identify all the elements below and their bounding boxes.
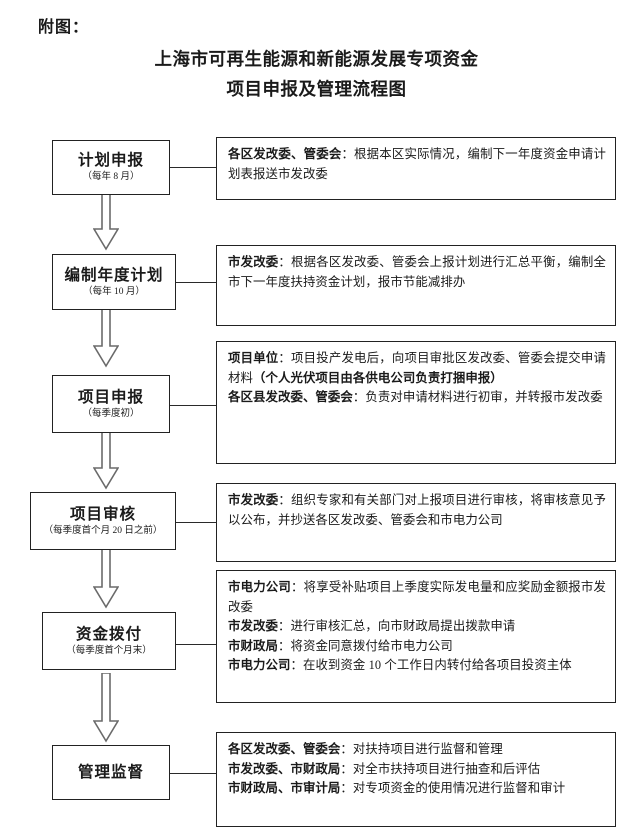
detail-actor: 各区县发改委、管委会 xyxy=(228,390,353,404)
connector-1 xyxy=(170,167,216,168)
detail-emph: （个人光伏项目由各供电公司负责打捆申报） xyxy=(252,370,503,385)
flow-arrow-2 xyxy=(93,306,119,368)
stage-name: 编制年度计划 xyxy=(64,266,164,284)
attachment-label: 附图： xyxy=(38,19,90,36)
detail-text: 对全市扶持项目进行抽查和后评估 xyxy=(352,761,541,776)
page-title-line-1: 上海市可再生能源和新能源发展专项资金 xyxy=(154,49,479,69)
detail-actor: 市电力公司 xyxy=(228,658,291,672)
detail-box-fund-disbursement[interactable]: 市电力公司：将享受补贴项目上季度实际发电量和应奖励金额报市发改委 市发改委：进行… xyxy=(216,570,616,703)
detail-sep: ： xyxy=(278,351,292,365)
connector-4 xyxy=(176,522,216,523)
detail-line: 市发改委：根据各区发改委、管委会上报计划进行汇总平衡，编制全市下一年度扶持资金计… xyxy=(228,253,606,292)
detail-actor: 市财政局 xyxy=(228,638,278,653)
detail-sep: ： xyxy=(277,638,291,653)
detail-line: 项目单位：项目投产发电后，向项目审批区发改委、管委会提交申请材料（个人光伏项目由… xyxy=(228,349,606,388)
detail-box-project-declaration[interactable]: 项目单位：项目投产发电后，向项目审批区发改委、管委会提交申请材料（个人光伏项目由… xyxy=(216,341,616,464)
detail-sep: ： xyxy=(278,255,292,269)
stage-when: （每季度初） xyxy=(82,408,140,419)
detail-actor: 市电力公司 xyxy=(228,580,292,594)
stage-when: （每年 10 月） xyxy=(83,286,145,297)
stage-box-annual-plan[interactable]: 编制年度计划 （每年 10 月） xyxy=(52,254,176,310)
detail-sep: ： xyxy=(340,761,353,776)
flow-arrow-1 xyxy=(93,191,119,251)
detail-line: 各区发改委、管委会：根据本区实际情况，编制下一年度资金申请计划表报送市发改委 xyxy=(228,145,606,184)
stage-box-project-review[interactable]: 项目审核 （每季度首个月 20 日之前） xyxy=(30,492,176,550)
detail-text: 对扶持项目进行监督和管理 xyxy=(352,742,503,756)
detail-sep: ： xyxy=(291,580,304,594)
stage-when: （每年 8 月） xyxy=(82,172,140,182)
page-title: 上海市可再生能源和新能源发展专项资金 项目申报及管理流程图 xyxy=(0,44,633,104)
stage-name: 资金拨付 xyxy=(75,625,142,643)
flow-arrow-4 xyxy=(93,545,119,609)
connector-5 xyxy=(176,644,216,645)
stage-when: （每季度首个月末） xyxy=(66,645,152,656)
detail-line: 市电力公司：将享受补贴项目上季度实际发电量和应奖励金额报市发改委 xyxy=(228,578,606,617)
detail-actor: 各区发改委、管委会 xyxy=(228,147,342,161)
detail-text: 根据各区发改委、管委会上报计划进行汇总平衡，编制全市下一年度扶持资金计划，报市节… xyxy=(228,255,606,289)
connector-6 xyxy=(170,773,216,774)
detail-actor: 市发改委 xyxy=(228,493,279,507)
flow-arrow-3 xyxy=(93,428,119,490)
connector-2 xyxy=(176,282,216,283)
stage-box-project-declaration[interactable]: 项目申报 （每季度初） xyxy=(52,375,170,433)
stage-name: 项目审核 xyxy=(69,505,136,523)
detail-box-project-review[interactable]: 市发改委：组织专家和有关部门对上报项目进行审核，将审核意见予以公布，并抄送各区发… xyxy=(216,483,616,562)
stage-name: 项目申报 xyxy=(77,388,144,406)
detail-text: 根据本区实际情况，编制下一年度资金申请计划表报送市发改委 xyxy=(228,147,606,181)
detail-text: 将享受补贴项目上季度实际发电量和应奖励金额报市发改委 xyxy=(228,580,607,614)
detail-sep: ： xyxy=(277,619,291,633)
stage-box-plan-declaration[interactable]: 计划申报 （每年 8 月） xyxy=(52,140,170,195)
detail-sep: ： xyxy=(340,742,353,756)
detail-text: 项目投产发电后，向项目审批区发改委、管委会提交申请材料 xyxy=(228,351,606,385)
detail-sep: ： xyxy=(341,147,355,161)
detail-line: 市财政局、市审计局：对专项资金的使用情况进行监督和审计 xyxy=(228,779,606,799)
detail-box-plan-declaration[interactable]: 各区发改委、管委会：根据本区实际情况，编制下一年度资金申请计划表报送市发改委 xyxy=(216,137,616,200)
detail-line: 各区发改委、管委会：对扶持项目进行监督和管理 xyxy=(228,740,606,760)
detail-line: 市发改委：进行审核汇总，向市财政局提出拨款申请 xyxy=(228,617,606,637)
detail-line: 各区县发改委、管委会：负责对申请材料进行初审，并转报市发改委 xyxy=(228,388,606,408)
detail-actor: 项目单位 xyxy=(228,351,279,365)
detail-actor: 市发改委、市财政局 xyxy=(228,761,341,776)
detail-line: 市电力公司：在收到资金 10 个工作日内转付给各项目投资主体 xyxy=(228,656,606,676)
detail-text: 进行审核汇总，向市财政局提出拨款申请 xyxy=(290,619,516,633)
stage-box-fund-disbursement[interactable]: 资金拨付 （每季度首个月末） xyxy=(42,612,176,670)
detail-sep: ： xyxy=(352,390,366,404)
detail-text: 对专项资金的使用情况进行监督和审计 xyxy=(352,781,566,795)
detail-text: 组织专家和有关部门对上报项目进行审核，将审核意见予以公布，并抄送各区发改委、管委… xyxy=(228,493,606,527)
detail-actor: 各区发改委、管委会 xyxy=(228,742,341,756)
page-title-line-2: 项目申报及管理流程图 xyxy=(226,79,407,99)
stage-box-management-supervision[interactable]: 管理监督 xyxy=(52,745,170,800)
stage-name: 计划申报 xyxy=(77,152,144,169)
connector-3 xyxy=(170,405,216,406)
detail-text: 负责对申请材料进行初审，并转报市发改委 xyxy=(365,390,603,404)
detail-actor: 市发改委 xyxy=(228,619,278,633)
detail-sep: ： xyxy=(278,493,292,507)
flow-arrow-5 xyxy=(93,673,119,743)
detail-text: 在收到资金 10 个工作日内转付给各项目投资主体 xyxy=(302,658,572,672)
stage-when: （每季度首个月 20 日之前） xyxy=(43,525,163,536)
detail-actor: 市发改委 xyxy=(228,255,279,269)
stage-name: 管理监督 xyxy=(77,763,144,781)
detail-box-annual-plan[interactable]: 市发改委：根据各区发改委、管委会上报计划进行汇总平衡，编制全市下一年度扶持资金计… xyxy=(216,245,616,326)
detail-box-management-supervision[interactable]: 各区发改委、管委会：对扶持项目进行监督和管理 市发改委、市财政局：对全市扶持项目… xyxy=(216,732,616,827)
detail-line: 市发改委、市财政局：对全市扶持项目进行抽查和后评估 xyxy=(228,760,606,780)
detail-actor: 市财政局、市审计局 xyxy=(228,781,341,795)
detail-sep: ： xyxy=(290,658,303,672)
detail-line: 市发改委：组织专家和有关部门对上报项目进行审核，将审核意见予以公布，并抄送各区发… xyxy=(228,491,606,530)
detail-line: 市财政局：将资金同意拨付给市电力公司 xyxy=(228,637,606,657)
detail-sep: ： xyxy=(340,781,353,795)
detail-text: 将资金同意拨付给市电力公司 xyxy=(290,638,453,653)
